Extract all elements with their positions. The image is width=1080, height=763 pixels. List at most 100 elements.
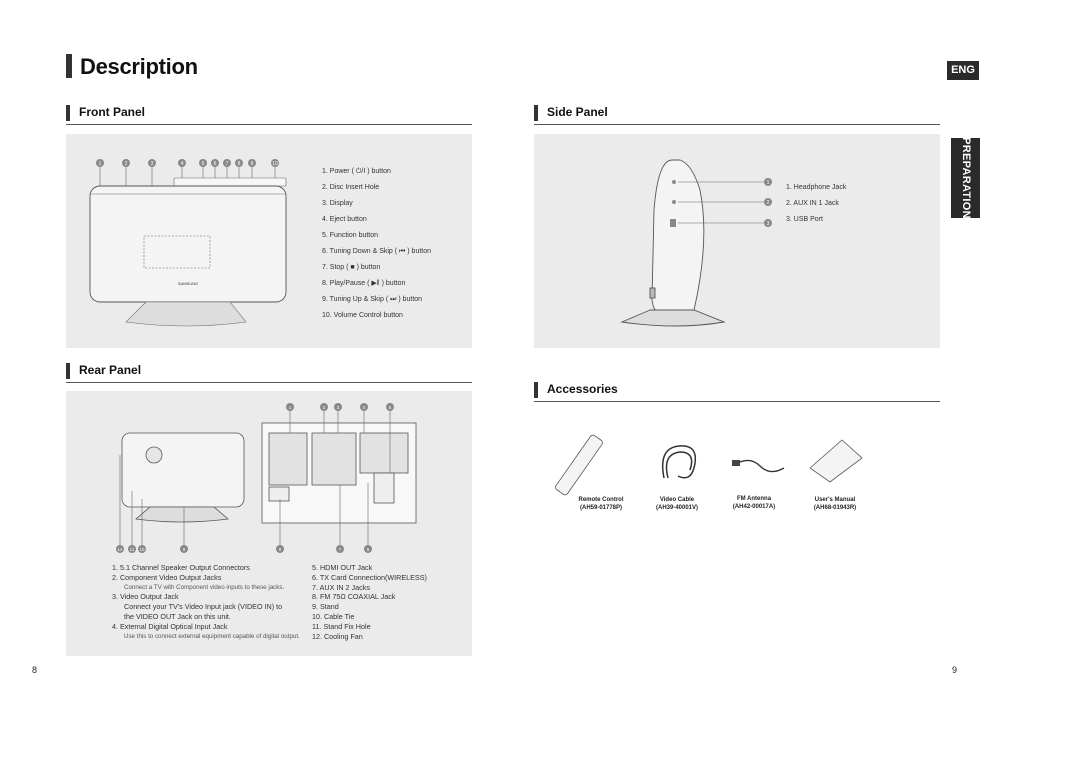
rear-panel-illustration: 1 2 3 4 5 12 11 10 9 8 7 6 xyxy=(116,403,417,553)
rear-callout-8: 8 xyxy=(279,547,282,552)
language-badge: ENG xyxy=(947,61,979,80)
rear-item-3: 3. Video Output Jack xyxy=(112,592,179,602)
rear-callout-4: 4 xyxy=(363,405,366,410)
front-callouts: 1 2 3 4 5 6 7 8 9 10 xyxy=(96,159,279,167)
left-page-number: 8 xyxy=(32,665,38,675)
rear-panel-right-list: 5. HDMI OUT Jack 6. TX Card Connection(W… xyxy=(312,563,427,641)
front-panel-list: 1. Power ( ⏻/I ) button 2. Disc Insert H… xyxy=(322,164,431,324)
preparation-tab-label: PREPARATION xyxy=(959,137,972,219)
front-panel-illustration: 1 2 3 4 5 6 7 8 9 10 xyxy=(89,159,287,327)
front-item-7: 7. Stop ( ■ ) button xyxy=(322,264,381,271)
remote-control-image xyxy=(555,434,603,496)
rear-panel-title: Rear Panel xyxy=(79,363,142,377)
side-callout-2: 2 xyxy=(767,200,770,206)
side-panel-illustration: 1 2 3 xyxy=(620,159,772,327)
rear-panel-box: 1 2 3 4 5 12 11 10 9 8 7 6 1. 5.1 Channe… xyxy=(66,391,472,656)
front-item-5: 5. Function button xyxy=(322,232,379,239)
rear-callout-2: 2 xyxy=(323,405,326,410)
callout-9: 9 xyxy=(251,161,254,167)
side-item-2: 2. AUX IN 1 Jack xyxy=(786,200,839,207)
side-callout-1: 1 xyxy=(767,180,770,186)
front-item-1: 1. Power ( ⏻/I ) button xyxy=(322,168,391,175)
front-panel-heading: Front Panel xyxy=(66,103,472,125)
accessory-users-manual: User's Manual (AH68-01943R) xyxy=(790,496,880,512)
accessory-remote-code: (AH59-01778P) xyxy=(579,505,623,511)
callout-4: 4 xyxy=(181,161,184,167)
side-panel-box: 1 2 3 1. Headphone Jack 2. AUX IN 1 Jack… xyxy=(534,134,940,348)
side-callout-3: 3 xyxy=(767,221,770,227)
front-item-6: 6. Tuning Down & Skip ( ⏮ ) button xyxy=(322,248,432,255)
side-panel-heading: Side Panel xyxy=(534,103,940,125)
rear-callout-11: 11 xyxy=(130,547,135,552)
heading-bar xyxy=(66,363,70,379)
rear-item-3-note-2: the VIDEO OUT Jack on this unit. xyxy=(124,611,231,621)
accessory-remote-name: Remote Control xyxy=(578,497,624,503)
rear-item-9: 9. Stand xyxy=(312,602,339,612)
accessory-users-manual-code: (AH68-01943R) xyxy=(813,505,857,511)
right-page-number: 9 xyxy=(952,665,958,675)
front-item-3: 3. Display xyxy=(322,200,353,207)
rear-item-5: 5. HDMI OUT Jack xyxy=(312,563,373,572)
callout-8: 8 xyxy=(238,161,241,167)
rear-item-1: 1. 5.1 Channel Speaker Output Connectors xyxy=(112,563,250,572)
users-manual-image xyxy=(809,439,863,483)
accessory-video-cable-name: Video Cable xyxy=(659,497,695,503)
video-cable-image xyxy=(661,445,697,479)
heading-bar xyxy=(66,105,70,121)
side-panel-list: 1. Headphone Jack 2. AUX IN 1 Jack 3. US… xyxy=(786,180,846,228)
fm-antenna-image xyxy=(732,459,785,473)
accessories-title: Accessories xyxy=(547,382,618,396)
rear-item-12: 12. Cooling Fan xyxy=(312,631,363,641)
rear-item-8: 8. FM 75Ω COAXIAL Jack xyxy=(312,592,396,602)
accessory-video-cable: Video Cable (AH39-40001V) xyxy=(632,496,722,512)
front-panel-box: 1 2 3 4 5 6 7 8 9 10 xyxy=(66,134,472,348)
rear-item-11: 11. Stand Fix Hole xyxy=(312,621,371,631)
rear-item-3-note-1: Connect your TV's Video Input jack (VIDE… xyxy=(124,602,283,612)
accessory-fm-antenna-name: FM Antenna xyxy=(736,496,772,502)
front-item-10: 10. Volume Control button xyxy=(322,312,403,319)
callout-7: 7 xyxy=(226,161,229,167)
preparation-tab: PREPARATION xyxy=(951,137,980,219)
accessory-fm-antenna: FM Antenna (AH42-00017A) xyxy=(709,495,799,511)
rear-item-4-note: Use this to connect external equipment c… xyxy=(124,632,300,640)
rear-callout-6: 6 xyxy=(367,547,370,552)
side-item-3: 3. USB Port xyxy=(786,216,823,223)
heading-bar xyxy=(534,382,538,398)
rear-item-10: 10. Cable Tie xyxy=(312,611,355,621)
rear-item-7: 7. AUX IN 2 Jacks xyxy=(312,582,370,592)
rear-item-2-note: Connect a TV with Component video inputs… xyxy=(124,583,285,591)
rear-callout-5: 5 xyxy=(389,405,392,410)
accessory-video-cable-code: (AH39-40001V) xyxy=(655,505,699,511)
rear-panel-left-list: 1. 5.1 Channel Speaker Output Connectors… xyxy=(112,563,300,641)
rear-item-6: 6. TX Card Connection(WIRELESS) xyxy=(312,572,427,582)
rear-item-2: 2. Component Video Output Jacks xyxy=(112,572,222,582)
rear-callout-12: 12 xyxy=(117,547,123,552)
title-bar xyxy=(66,54,72,78)
front-item-8: 8. Play/Pause ( ▶‖ ) button xyxy=(322,280,406,287)
callout-3: 3 xyxy=(151,161,154,167)
accessory-users-manual-name: User's Manual xyxy=(814,497,856,503)
callout-5: 5 xyxy=(202,161,205,167)
callout-1: 1 xyxy=(99,161,102,167)
side-panel-title: Side Panel xyxy=(547,105,608,119)
callout-2: 2 xyxy=(125,161,128,167)
rear-panel-heading: Rear Panel xyxy=(66,361,472,383)
front-item-4: 4. Eject button xyxy=(322,216,367,223)
accessory-remote: Remote Control (AH59-01778P) xyxy=(556,496,646,512)
heading-bar xyxy=(534,105,538,121)
rear-item-4: 4. External Digital Optical Input Jack xyxy=(112,621,228,631)
accessories-box: Remote Control (AH59-01778P) Video Cable… xyxy=(534,410,940,520)
rear-callout-10: 10 xyxy=(139,547,145,552)
callout-6: 6 xyxy=(214,161,217,167)
page-title: Description xyxy=(80,54,198,79)
rear-callout-9: 9 xyxy=(183,547,186,552)
rear-callout-7: 7 xyxy=(339,547,342,552)
accessory-fm-antenna-code: (AH42-00017A) xyxy=(732,504,776,510)
brand-label: SAMSUNG xyxy=(178,281,198,286)
rear-callout-1: 1 xyxy=(289,405,292,410)
rear-callout-3: 3 xyxy=(337,405,340,410)
accessories-heading: Accessories xyxy=(534,380,940,402)
callout-10: 10 xyxy=(272,161,278,167)
front-item-9: 9. Tuning Up & Skip ( ⏭ ) button xyxy=(322,296,423,303)
front-item-2: 2. Disc Insert Hole xyxy=(322,184,380,191)
